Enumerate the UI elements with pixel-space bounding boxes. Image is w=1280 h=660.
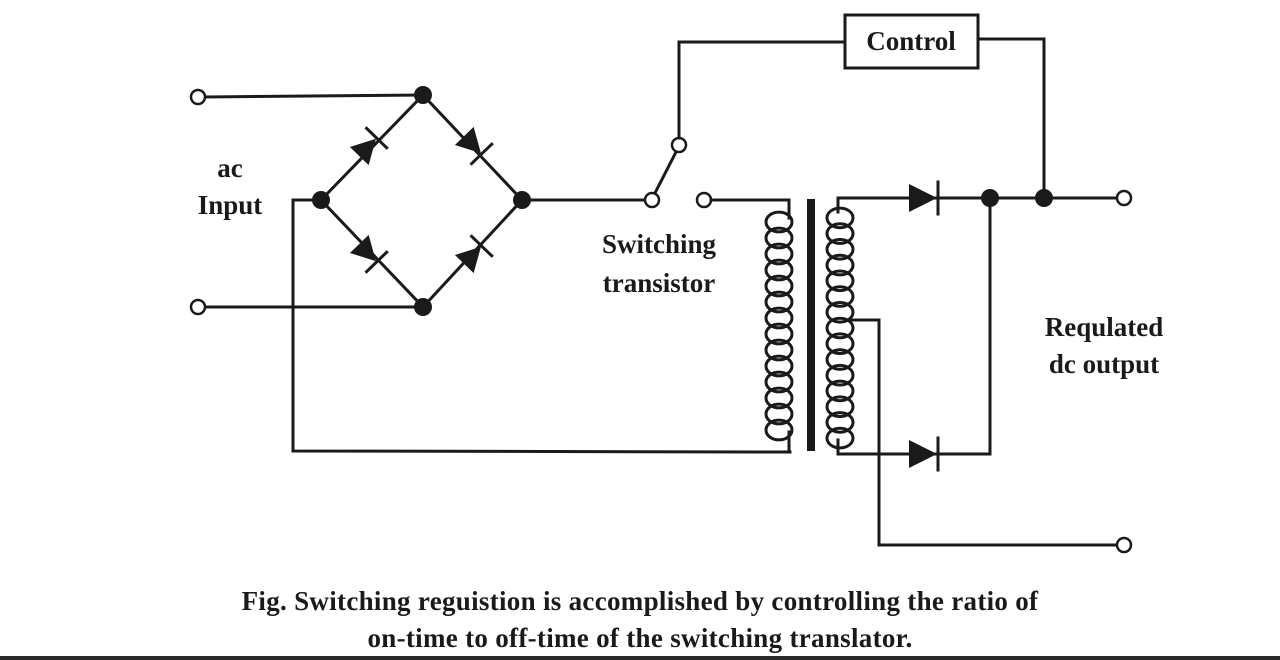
switch-terminal-left xyxy=(643,191,661,209)
secondary-bottom-wire xyxy=(836,196,992,456)
output-diode-top xyxy=(909,180,940,216)
ac-input-terminal-top xyxy=(189,88,207,106)
bridge-node-top xyxy=(414,86,432,104)
primary-coil-turn xyxy=(764,226,794,250)
output-terminal-negative xyxy=(1115,536,1133,554)
primary-coil-turn xyxy=(764,306,794,330)
output-terminal-positive xyxy=(1115,189,1133,207)
secondary-coil-turn xyxy=(825,426,855,450)
secondary-coil-turn xyxy=(825,253,855,277)
control-to-switch-wire xyxy=(677,40,847,140)
ac-input-label-line2: Input xyxy=(198,190,263,220)
figure-caption-line-1: Fig. Switching reguistion is accomplishe… xyxy=(241,586,1039,616)
bridge-diode-1 xyxy=(349,126,389,166)
primary-coil-turn xyxy=(764,418,794,442)
secondary-coil-turn xyxy=(825,348,855,371)
primary-coil-turn xyxy=(764,210,794,234)
output-node-1 xyxy=(981,189,999,207)
page-bottom-edge xyxy=(0,656,1280,660)
bridge-rectifier xyxy=(312,86,531,316)
output-diode-bottom xyxy=(909,436,940,472)
center-tap-wire xyxy=(848,318,1119,547)
secondary-coil-turn xyxy=(825,316,855,340)
primary-coil-turn xyxy=(764,242,794,266)
secondary-coil-turn xyxy=(825,332,855,356)
regulated-output-label-line1: Requlated xyxy=(1045,312,1164,342)
secondary-coil-turn xyxy=(825,363,855,387)
control-feedback-wire xyxy=(976,37,1046,200)
primary-return-path xyxy=(291,198,792,454)
primary-coil-turn xyxy=(764,386,794,410)
bridge-diode-3 xyxy=(349,234,389,274)
primary-coil-turn xyxy=(764,322,794,346)
secondary-coil-turn xyxy=(825,238,855,261)
switch-control-terminal xyxy=(670,136,688,154)
secondary-coil-turn xyxy=(825,285,855,308)
primary-coil-turn xyxy=(764,274,794,298)
primary-coil-turn xyxy=(764,338,794,362)
secondary-coil-turn xyxy=(825,395,855,419)
regulated-output-label-line2: dc output xyxy=(1049,349,1159,379)
ac-input-label-line1: ac xyxy=(217,153,243,183)
return-wire xyxy=(291,198,792,454)
transformer-primary-winding xyxy=(764,210,794,442)
output-section xyxy=(836,180,1133,554)
switching-transistor xyxy=(520,136,791,220)
secondary-coil-turn xyxy=(825,379,855,403)
primary-coil-turn xyxy=(764,370,794,394)
transformer-secondary-winding xyxy=(825,206,855,450)
secondary-top-wire xyxy=(836,196,1119,214)
bridge-diode-4 xyxy=(454,234,494,274)
bridge-diode-2 xyxy=(454,126,494,166)
ac-input-terminal-bottom xyxy=(189,298,207,316)
transformer-core xyxy=(807,199,815,451)
output-node-2 xyxy=(1035,189,1053,207)
secondary-coil-turn xyxy=(825,301,855,324)
primary-coil-turn xyxy=(764,402,794,426)
ac-input-top-wire xyxy=(203,93,425,99)
control-box xyxy=(843,13,980,70)
switch-to-primary-wire xyxy=(709,198,791,220)
secondary-coil-turn xyxy=(825,222,855,245)
switch-blade xyxy=(652,147,680,196)
control-section: Control xyxy=(677,13,1046,200)
primary-coil-turn xyxy=(764,258,794,282)
primary-coil-turn xyxy=(764,290,794,314)
secondary-coil-turn xyxy=(825,206,855,230)
control-label: Control xyxy=(866,26,956,56)
diagram-labels: ac Input Switching transistor Requlated … xyxy=(198,153,1164,379)
switching-transistor-label-line2: transistor xyxy=(603,268,715,298)
primary-coil-turn xyxy=(764,354,794,378)
secondary-coil-turn xyxy=(825,411,855,434)
transformer xyxy=(764,199,855,454)
ac-input-section xyxy=(189,88,425,316)
secondary-coil-turn xyxy=(825,269,855,293)
switch-terminal-right xyxy=(695,191,713,209)
bridge-node-bottom xyxy=(414,298,432,316)
switching-transistor-label-line1: Switching xyxy=(602,229,717,259)
figure-caption-line-2: on-time to off-time of the switching tra… xyxy=(367,623,913,653)
